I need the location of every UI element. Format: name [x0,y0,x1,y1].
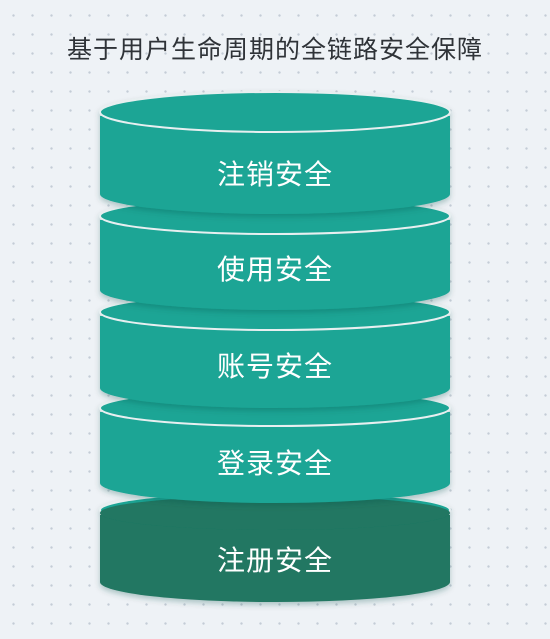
layer-cancel [99,91,451,214]
layer-label-account: 账号安全 [216,350,333,383]
layer-label-cancel: 注销安全 [216,158,333,191]
layer-register [99,491,451,602]
layer-label-usage: 使用安全 [216,253,333,286]
diagram-title: 基于用户生命周期的全链路安全保障 [66,35,483,64]
layer-label-register: 注册安全 [216,544,333,577]
layer-label-login: 登录安全 [216,447,333,480]
